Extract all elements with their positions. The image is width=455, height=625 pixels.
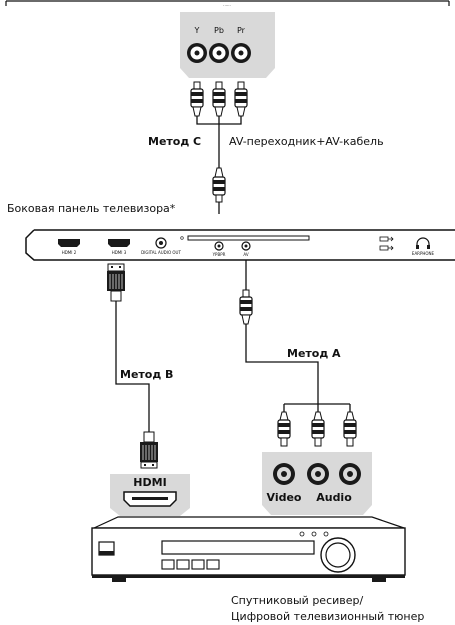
receiver-video-label: Video — [267, 491, 302, 504]
tv-hdmi2-label: HDMI 2 — [62, 250, 77, 255]
rca-plug-video — [277, 411, 291, 447]
receiver-foot-left — [112, 578, 126, 582]
tv-optical-port — [155, 237, 167, 249]
tv-ypbpr-label: YPBPR — [212, 252, 226, 257]
receiver-label-line2: Цифровой телевизионный тюнер — [231, 610, 424, 623]
rca-plug-audio-r — [343, 411, 357, 447]
tv-indicator-dot — [180, 236, 184, 240]
top-caption: ...... — [223, 2, 231, 7]
tv-panel-outline — [25, 229, 455, 261]
tv-side-panel: HDMI 2 HDMI 3 DIGITAL AUDIO OUT YPBPR AV — [25, 229, 455, 261]
receiver-top — [93, 516, 405, 529]
receiver-hdmi-label: HDMI — [133, 476, 166, 489]
jack-label-pr: Pr — [237, 26, 246, 35]
jack-pb — [209, 43, 229, 63]
tv-side-label: Боковая панель телевизора* — [7, 202, 176, 215]
av-adapter-label: AV-переходник+AV-кабель — [229, 135, 384, 148]
receiver-display — [161, 540, 315, 555]
rca-plug-to-av — [239, 260, 253, 325]
hdmi-plug-top — [107, 263, 125, 302]
receiver-leds — [299, 531, 329, 537]
receiver-volume-knob — [320, 537, 356, 573]
receiver-av-panel: Video Audio — [262, 452, 372, 515]
headphone-icon — [416, 237, 430, 247]
jack-y — [187, 43, 207, 63]
component-panel-shape — [180, 12, 275, 78]
jack-pr — [231, 43, 251, 63]
tv-ypbpr-port — [214, 241, 224, 251]
receiver-audio-r-jack — [339, 463, 361, 485]
method-c-label: Метод С — [148, 135, 201, 148]
rca-plug-pb — [212, 81, 226, 117]
rca-plug-pr — [234, 81, 248, 117]
rca-plug-to-ypbpr — [212, 167, 226, 214]
receiver-video-jack — [273, 463, 295, 485]
tv-digital-audio-label: DIGITAL AUDIO OUT — [141, 250, 181, 255]
tv-hdmi3-label: HDMI 3 — [112, 250, 127, 255]
jack-label-pb: Pb — [214, 26, 224, 35]
receiver-audio-label: Audio — [316, 491, 352, 504]
cable-method-b — [115, 301, 150, 432]
rca-plug-y — [190, 81, 204, 117]
hdmi-plug-bottom — [140, 431, 158, 469]
receiver-audio-l-jack — [307, 463, 329, 485]
tv-card-slot — [187, 235, 310, 241]
jack-label-y: Y — [194, 26, 200, 35]
method-a-label: Метод А — [287, 347, 341, 360]
usb-icon — [379, 236, 394, 251]
receiver-foot-right — [372, 578, 386, 582]
method-b-label: Метод В — [120, 368, 173, 381]
tv-earphone-label: EARPHONE — [412, 251, 435, 256]
tv-av-port — [241, 241, 251, 251]
tv-hdmi2-port — [58, 239, 80, 247]
receiver-buttons — [161, 559, 220, 570]
receiver-label-line1: Спутниковый ресивер/ — [231, 594, 363, 607]
receiver-hdmi-panel: HDMI — [110, 474, 190, 516]
rca-plug-audio-l — [311, 411, 325, 447]
satellite-receiver — [91, 516, 406, 582]
cable-method-c — [196, 116, 242, 168]
component-jack-panel: Y Pb Pr — [180, 12, 275, 78]
cable-method-a — [245, 324, 351, 412]
tv-av-label: AV — [243, 252, 248, 257]
tv-hdmi3-port — [108, 239, 130, 247]
